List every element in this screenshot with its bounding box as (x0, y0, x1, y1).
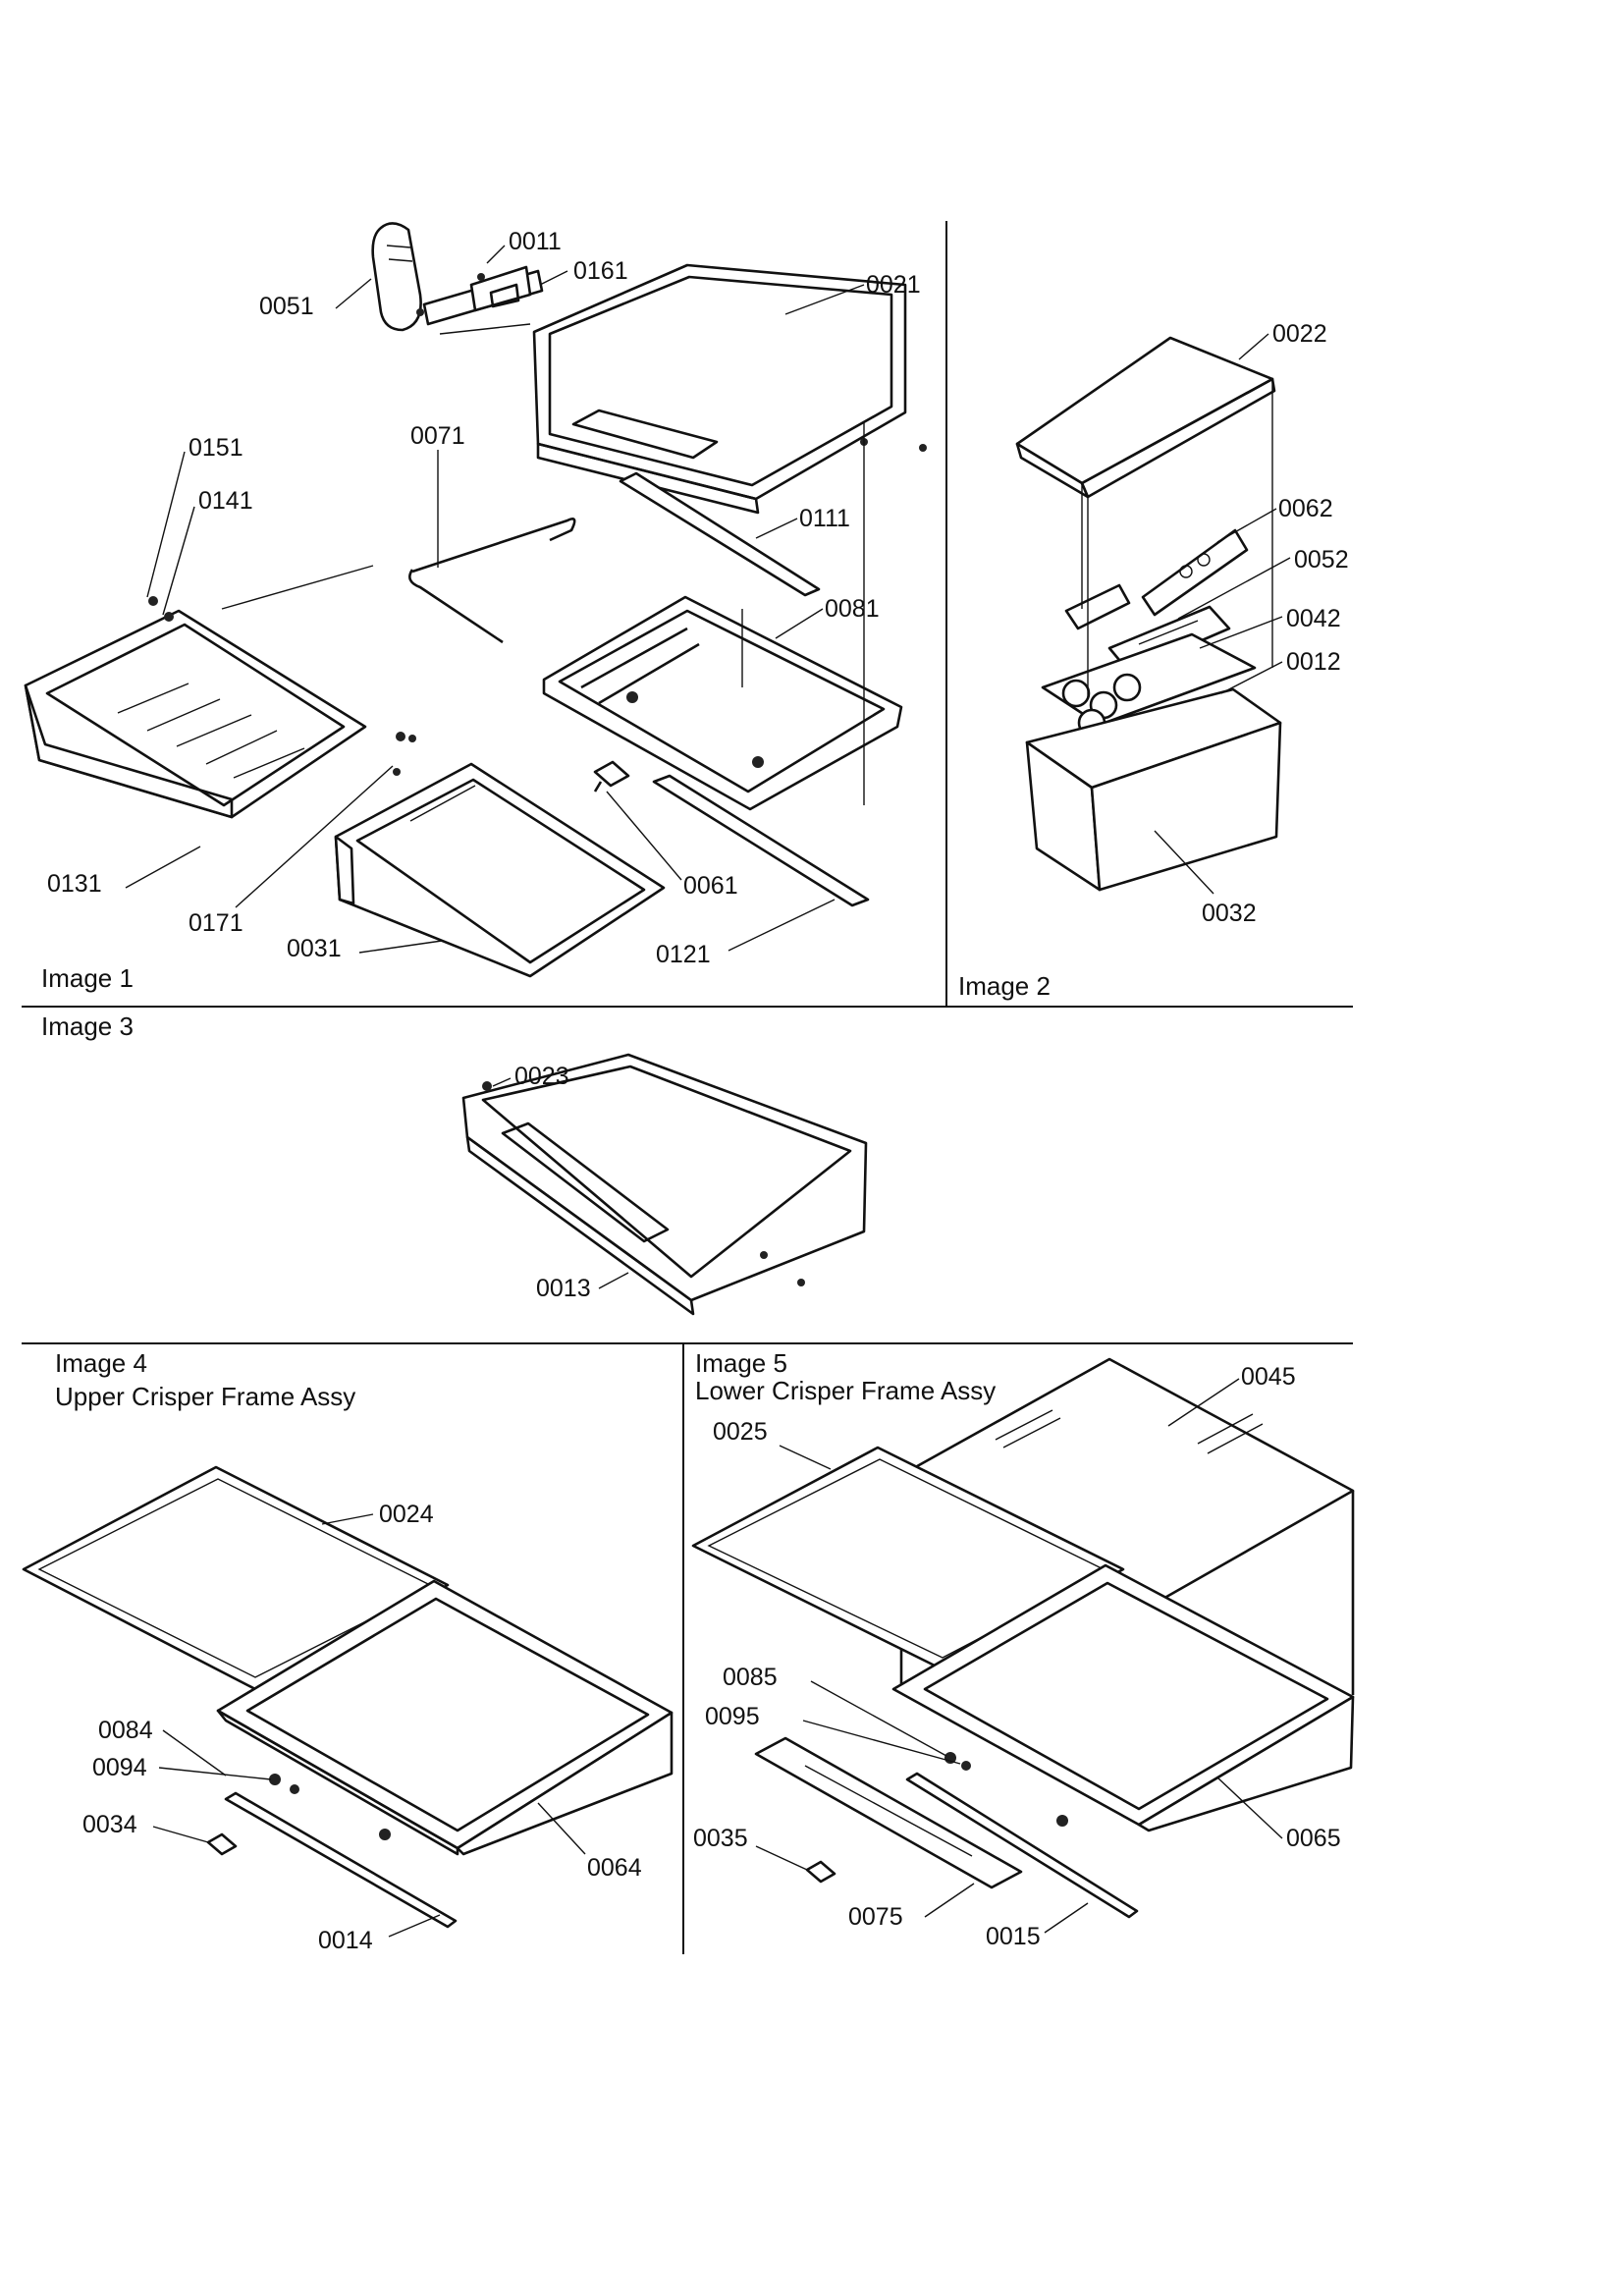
part-0121-drawing (652, 774, 870, 907)
part-0062-drawing (1141, 528, 1249, 617)
panel-subtitle-image5: Lower Crisper Frame Assy (695, 1376, 996, 1405)
part-0031-drawing (334, 762, 666, 978)
panel-title-image1: Image 1 (41, 963, 134, 993)
callout-0111: 0111 (799, 505, 850, 532)
part-0023-drawing (482, 1081, 492, 1091)
callout-0013: 0013 (536, 1275, 591, 1302)
callout-0042: 0042 (1286, 605, 1341, 632)
panel-title-image5: Image 5 (695, 1348, 787, 1378)
callout-0052: 0052 (1294, 546, 1349, 574)
part-0061-drawing (593, 760, 630, 793)
part-0052-drawing (1064, 583, 1131, 630)
part-0021-drawing (532, 263, 927, 515)
callout-0121: 0121 (656, 941, 711, 968)
callout-0095: 0095 (705, 1703, 760, 1730)
panel-title-image4: Image 4 (55, 1348, 147, 1378)
callout-0035: 0035 (693, 1825, 748, 1852)
callout-0075: 0075 (848, 1903, 903, 1931)
part-hardware-image5 (805, 1752, 1068, 1884)
callout-0012: 0012 (1286, 648, 1341, 676)
guide-lines-image2 (1081, 379, 1273, 699)
callout-0071: 0071 (410, 422, 465, 450)
callout-0051: 0051 (259, 293, 314, 320)
part-0131-drawing (24, 609, 367, 819)
part-0022-drawing (1015, 336, 1276, 499)
part-0065-drawing (891, 1563, 1355, 1832)
callout-0161: 0161 (573, 257, 628, 285)
callout-0014: 0014 (318, 1927, 373, 1954)
panel-subtitle-image4: Upper Crisper Frame Assy (55, 1382, 355, 1411)
part-0051-drawing (371, 222, 422, 332)
part-0014-drawing (224, 1791, 458, 1929)
part-0075-drawing (754, 1736, 1023, 1889)
part-0071-drawing (408, 518, 576, 644)
callout-0141: 0141 (198, 487, 253, 515)
callout-0131: 0131 (47, 870, 102, 898)
callout-0081: 0081 (825, 595, 880, 623)
part-0111-drawing (619, 471, 821, 597)
callout-0024: 0024 (379, 1501, 434, 1528)
callout-0065: 0065 (1286, 1825, 1341, 1852)
callout-0084: 0084 (98, 1717, 153, 1744)
part-0161-drawing (416, 265, 544, 326)
part-0015-drawing (905, 1772, 1139, 1919)
callout-0064: 0064 (587, 1854, 642, 1882)
callout-0032: 0032 (1202, 900, 1257, 927)
panel-title-image2: Image 2 (958, 971, 1051, 1001)
callout-0061: 0061 (683, 872, 738, 900)
callout-0023: 0023 (514, 1063, 569, 1090)
callout-0151: 0151 (189, 434, 243, 462)
callout-0171: 0171 (189, 909, 243, 937)
callout-0034: 0034 (82, 1811, 137, 1838)
callout-0015: 0015 (986, 1923, 1041, 1950)
callout-0085: 0085 (723, 1664, 778, 1691)
guide-lines-image1 (221, 323, 865, 822)
callout-0045: 0045 (1241, 1363, 1296, 1391)
part-hardware-image1 (148, 596, 416, 776)
callout-0094: 0094 (92, 1754, 147, 1781)
part-0013-drawing (461, 1053, 868, 1316)
part-0032-drawing (1025, 687, 1282, 892)
callout-0025: 0025 (713, 1418, 768, 1446)
part-0081-drawing (542, 595, 903, 811)
callout-0031: 0031 (287, 935, 342, 962)
part-0064-drawing (216, 1579, 674, 1856)
panel-title-image3: Image 3 (41, 1011, 134, 1041)
callout-0011: 0011 (509, 228, 562, 255)
callout-0062: 0062 (1278, 495, 1333, 522)
callout-0021: 0021 (866, 271, 921, 299)
part-hardware-image4 (206, 1774, 391, 1856)
leader-lines (125, 245, 1291, 1938)
callout-0022: 0022 (1272, 320, 1327, 348)
part-0012-drawing (1041, 632, 1257, 738)
